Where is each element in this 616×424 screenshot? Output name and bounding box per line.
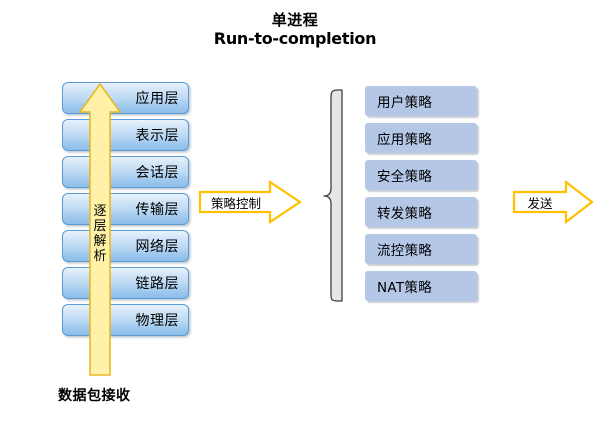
arrow-send: 发送 (512, 180, 594, 224)
policy-box-user[interactable]: 用户策略 (365, 86, 477, 116)
layer-box-session[interactable]: 会话层 (62, 156, 189, 188)
policy-label: NAT策略 (377, 280, 433, 296)
layer-box-transport[interactable]: 传输层 (62, 193, 189, 225)
policy-box-security[interactable]: 安全策略 (365, 160, 477, 190)
diagram-title: 单进程 Run-to-completion (175, 11, 415, 49)
policy-label: 安全策略 (377, 169, 433, 185)
layer-label: 应用层 (135, 91, 179, 107)
layer-label: 网络层 (135, 239, 179, 255)
policy-box-application[interactable]: 应用策略 (365, 123, 477, 153)
policy-box-nat[interactable]: NAT策略 (365, 271, 477, 301)
policy-list: 用户策略 应用策略 安全策略 转发策略 流控策略 NAT策略 (365, 86, 483, 308)
policy-box-flow-control[interactable]: 流控策略 (365, 234, 477, 264)
up-arrow-icon (78, 82, 122, 376)
policy-label: 流控策略 (377, 243, 433, 259)
layer-label: 传输层 (135, 202, 179, 218)
layer-label: 会话层 (135, 165, 179, 181)
osi-layer-stack: 应用层 表示层 会话层 传输层 网络层 链路层 物理层 (62, 82, 191, 344)
policy-label: 转发策略 (377, 206, 433, 222)
up-arrow-layer-parsing: 逐 层 解 析 (78, 82, 122, 377)
layer-box-presentation[interactable]: 表示层 (62, 119, 189, 151)
right-arrow-icon (512, 180, 594, 224)
policy-label: 用户策略 (377, 95, 433, 111)
arrow-send-label: 发送 (527, 196, 553, 211)
layer-label: 物理层 (135, 313, 179, 329)
policy-box-forwarding[interactable]: 转发策略 (365, 197, 477, 227)
right-arrow-icon (198, 180, 302, 224)
policy-label: 应用策略 (377, 132, 433, 148)
title-line-chinese: 单进程 (271, 11, 319, 29)
layer-box-physical[interactable]: 物理层 (62, 304, 189, 336)
layer-label: 表示层 (135, 128, 179, 144)
right-curly-brace (322, 88, 344, 303)
caption-packet-receive: 数据包接收 (58, 388, 131, 404)
arrow-policy-control-label: 策略控制 (210, 196, 261, 211)
layer-box-network[interactable]: 网络层 (62, 230, 189, 262)
layer-label: 链路层 (135, 276, 179, 292)
title-line-english: Run-to-completion (213, 28, 377, 48)
up-arrow-label: 逐 层 解 析 (93, 204, 107, 264)
brace-icon (323, 89, 343, 302)
arrow-policy-control: 策略控制 (198, 180, 302, 224)
layer-box-datalink[interactable]: 链路层 (62, 267, 189, 299)
